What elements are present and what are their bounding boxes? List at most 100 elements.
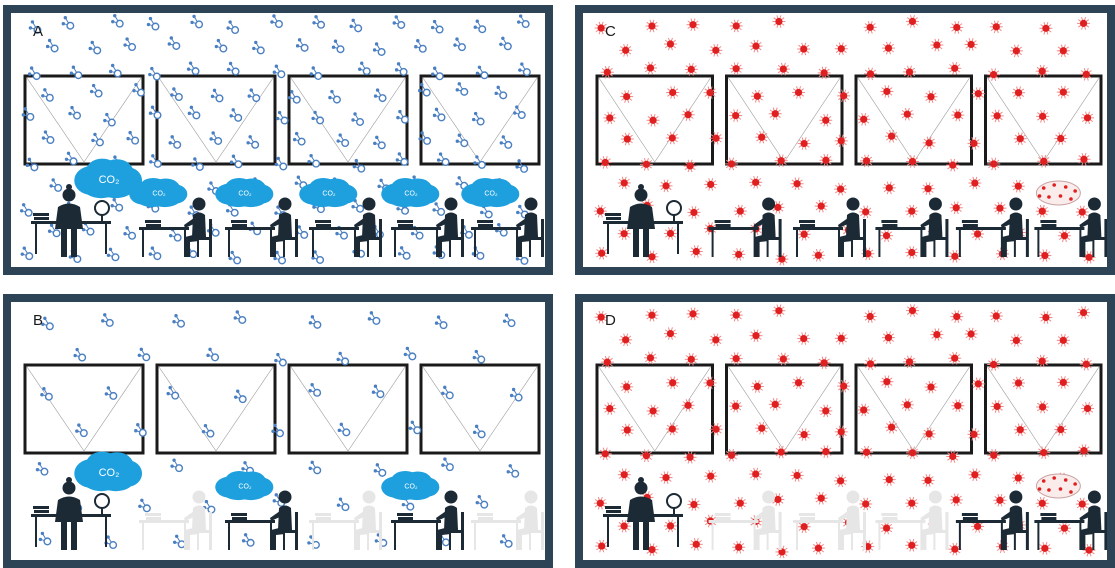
co2-molecule-icon (209, 131, 221, 144)
co2-molecule-icon (42, 130, 54, 143)
virus-particle-icon (883, 473, 896, 485)
virus-particle-icon (1054, 423, 1067, 435)
co2-molecule-icon (435, 315, 447, 328)
virus-particle-icon (835, 332, 848, 344)
panel-c: C (575, 5, 1115, 275)
co2-molecule-icon (349, 19, 361, 32)
virus-particle-icon (880, 85, 893, 97)
virus-particle-icon (709, 334, 722, 346)
virus-particle-icon (950, 310, 963, 322)
virus-particle-icon (618, 227, 631, 239)
virus-particle-icon (687, 206, 700, 218)
virus-particle-icon (930, 39, 943, 51)
virus-particle-icon (792, 86, 805, 98)
virus-particle-icon (1012, 87, 1025, 99)
virus-particle-icon (991, 110, 1004, 122)
virus-particle-icon (968, 469, 981, 481)
cloud-label: CO₂ (404, 483, 418, 490)
virus-particle-icon (777, 353, 790, 365)
co2-molecule-icon (211, 89, 223, 102)
virus-particle-icon (859, 206, 872, 218)
virus-particle-icon (618, 177, 631, 189)
virus-particle-icon (923, 428, 936, 440)
co2-molecule-icon (513, 105, 525, 118)
virus-particle-icon (686, 308, 699, 320)
virus-particle-icon (690, 245, 703, 257)
virus-particle-icon (775, 253, 788, 265)
virus-particle-icon (1057, 86, 1070, 98)
virus-particle-icon (603, 112, 616, 124)
virus-particle-icon (1076, 206, 1089, 218)
virus-particle-icon (835, 43, 848, 55)
virus-particle-icon (704, 470, 717, 482)
student-figure (875, 198, 948, 258)
virus-particle-icon (595, 247, 608, 259)
virus-particle-icon (812, 249, 825, 261)
virus-particle-icon (951, 400, 964, 412)
virus-particle-icon (595, 540, 608, 552)
virus-particle-icon (950, 494, 963, 506)
co2-molecule-icon (172, 314, 184, 327)
virus-particle-icon (1036, 497, 1049, 509)
virus-particle-icon (1014, 424, 1027, 436)
virus-particle-icon (594, 497, 607, 509)
virus-exhaled-cloud (1036, 474, 1080, 498)
virus-particle-icon (1058, 522, 1071, 534)
co2-molecule-icon (149, 105, 161, 118)
co2-molecule-icon (49, 178, 61, 191)
classroom-scene (583, 302, 1107, 560)
virus-particle-icon (664, 227, 677, 239)
virus-particle-icon (815, 200, 828, 212)
co2-molecule-icon (328, 90, 340, 103)
virus-particle-icon (751, 380, 764, 392)
co2-molecule-icon (169, 135, 181, 148)
co2-molecule-icon (507, 464, 519, 477)
cloud-label: CO₂ (152, 190, 166, 197)
virus-particle-icon (1080, 68, 1093, 80)
co2-molecule-icon (173, 535, 185, 548)
co2-molecule-icon (515, 159, 527, 172)
co2-molecule-icon (21, 246, 33, 259)
virus-particle-icon (1010, 45, 1023, 57)
virus-particle-icon (749, 176, 762, 188)
virus-particle-icon (769, 398, 782, 410)
virus-particle-icon (798, 428, 811, 440)
classroom-scene: CO₂CO₂CO₂ (11, 302, 545, 560)
virus-particle-icon (664, 520, 677, 532)
co2-molecule-icon (187, 61, 199, 74)
co2-molecule-icon (46, 39, 58, 52)
co2-molecule-icon (103, 113, 115, 126)
virus-particle-icon (1039, 22, 1052, 34)
virus-particle-icon (924, 91, 937, 103)
virus-particle-icon (603, 402, 616, 414)
virus-particle-icon (864, 310, 877, 322)
virus-particle-icon (1057, 45, 1070, 57)
virus-particle-icon (1039, 311, 1052, 323)
virus-particle-icon (990, 21, 1003, 33)
co2-molecule-icon (206, 348, 218, 361)
virus-particle-icon (972, 87, 985, 99)
co2-molecule-icon (62, 16, 74, 29)
virus-particle-icon (991, 400, 1004, 412)
virus-particle-icon (1058, 230, 1071, 242)
virus-particle-icon (987, 68, 1000, 80)
virus-particle-icon (819, 114, 832, 126)
co2-molecule-icon (351, 112, 363, 125)
virus-particle-icon (792, 377, 805, 389)
co2-molecule-icon (138, 348, 150, 361)
co2-molecule-icon (453, 37, 465, 50)
virus-particle-icon (905, 246, 918, 258)
cloud-label: CO₂ (99, 174, 120, 186)
virus-particle-icon (905, 497, 918, 509)
virus-particle-icon (1012, 472, 1025, 484)
co2-molecule-icon (248, 88, 260, 101)
co2-molecule-icon (191, 157, 203, 170)
co2-molecule-icon (358, 62, 370, 75)
virus-particle-icon (594, 205, 607, 217)
virus-particle-icon (990, 310, 1003, 322)
virus-particle-icon (1036, 205, 1049, 217)
virus-particle-icon (704, 86, 717, 98)
virus-particle-icon (901, 108, 914, 120)
